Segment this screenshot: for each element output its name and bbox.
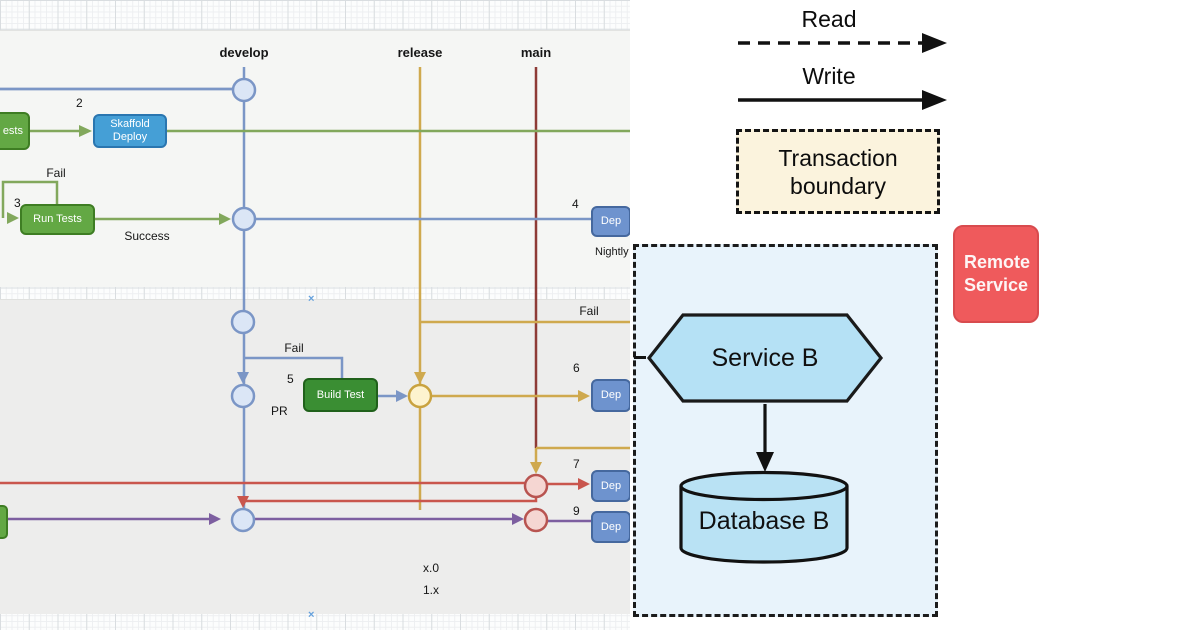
arrowhead-into-run-tests bbox=[7, 212, 19, 224]
arrowhead-into-main-node bbox=[530, 462, 542, 474]
release-commit-node bbox=[407, 383, 433, 409]
branch-label-develop: develop bbox=[219, 45, 269, 60]
version-label-x0: x.0 bbox=[422, 561, 439, 575]
skaffold-label-line2: Deploy bbox=[112, 131, 148, 143]
develop-commit-node-4 bbox=[230, 383, 256, 409]
edge-label-pr: PR bbox=[271, 404, 288, 418]
deploy-label: Dep bbox=[600, 215, 622, 227]
commit-number-9: 9 bbox=[573, 504, 580, 518]
upper-board-panel bbox=[0, 30, 630, 287]
commit-number-7: 7 bbox=[573, 457, 580, 471]
deploy-box-row6: Dep bbox=[591, 379, 631, 412]
deploy-box-row7: Dep bbox=[591, 470, 631, 502]
branch-label-main: main bbox=[520, 45, 552, 60]
build-fail-elbow-line bbox=[243, 356, 344, 378]
arrowhead-into-release-node bbox=[396, 390, 408, 402]
service-b-hexagon bbox=[646, 313, 884, 403]
architecture-panel: Read Write Transaction boundary Service … bbox=[630, 0, 1200, 630]
lower-board-panel bbox=[0, 299, 630, 614]
remote-label-line2: Service bbox=[964, 275, 1029, 295]
run-tests-label: Run Tests bbox=[33, 213, 82, 225]
arrowhead-into-deploy-6 bbox=[578, 390, 590, 402]
transaction-label-line1: Transaction bbox=[778, 144, 898, 171]
deploy-label: Dep bbox=[600, 389, 622, 401]
arrowhead-into-deploy-7 bbox=[578, 478, 590, 490]
deploy-label: Dep bbox=[600, 520, 622, 533]
arrowhead-down-develop bbox=[237, 372, 249, 384]
run-tests-box: Run Tests bbox=[20, 204, 95, 235]
remote-label-line1: Remote bbox=[964, 252, 1031, 272]
read-arrowhead-icon bbox=[922, 33, 947, 53]
edge-label-fail-release: Fail bbox=[579, 304, 599, 318]
read-dashed-arrow bbox=[738, 33, 947, 53]
read-connector-dash bbox=[634, 356, 646, 359]
tests-box-clipped: ests bbox=[0, 112, 30, 150]
deploy-box-row9: Dep bbox=[591, 511, 631, 543]
main-commit-node-1 bbox=[523, 473, 549, 499]
edge-label-success: Success bbox=[124, 229, 170, 243]
arrowhead-purple-develop bbox=[209, 513, 221, 525]
edge-label-fail-retry: Fail bbox=[46, 166, 66, 180]
transaction-boundary-legend: Transaction boundary bbox=[736, 129, 940, 214]
commit-number-4: 4 bbox=[572, 197, 579, 211]
release-to-main-elbow bbox=[534, 446, 630, 462]
write-solid-arrow bbox=[738, 90, 947, 110]
commit-number-6: 6 bbox=[573, 361, 580, 375]
develop-commit-node-3 bbox=[230, 309, 256, 335]
arrowhead-into-skaffold bbox=[79, 125, 92, 137]
commit-number-3: 3 bbox=[14, 196, 21, 210]
edge-label-nightly: Nightly bbox=[595, 246, 629, 258]
write-arrowhead-icon bbox=[922, 90, 947, 110]
branch-lines-layer bbox=[0, 67, 630, 533]
arrowhead-backmerge-develop bbox=[237, 496, 249, 508]
transaction-label-line2: boundary bbox=[790, 172, 886, 199]
skaffold-label-line1: Skaffold bbox=[110, 118, 150, 130]
build-test-label: Build Test bbox=[316, 388, 365, 401]
version-label-1x: 1.x bbox=[422, 583, 439, 597]
develop-commit-node-5 bbox=[230, 507, 256, 533]
legend-read-label: Read bbox=[801, 6, 857, 32]
arrowhead-purple-main bbox=[512, 513, 524, 525]
tests-box-label: ests bbox=[2, 124, 23, 137]
database-b-label: Database B bbox=[698, 506, 830, 535]
deploy-label: Dep bbox=[600, 479, 622, 492]
deploy-box-row4: Dep bbox=[591, 206, 631, 237]
commit-number-5: 5 bbox=[287, 372, 294, 386]
skaffold-deploy-box: Skaffold Deploy bbox=[93, 114, 167, 148]
main-commit-node-2 bbox=[523, 507, 549, 533]
build-test-box: Build Test bbox=[303, 378, 378, 412]
service-b-label: Service B bbox=[711, 343, 819, 372]
remote-service-box: Remote Service bbox=[953, 225, 1039, 323]
backmerge-line bbox=[241, 497, 538, 503]
develop-commit-node-2 bbox=[231, 206, 257, 232]
develop-commit-node-1 bbox=[231, 77, 257, 103]
fail-retry-loop-line bbox=[1, 180, 59, 218]
close-icon[interactable]: × bbox=[308, 293, 315, 305]
arrowhead-down-release bbox=[414, 372, 426, 384]
service-to-database-arrow bbox=[756, 404, 774, 472]
branch-label-release: release bbox=[397, 45, 443, 60]
git-flow-diagram: ests Skaffold Deploy Run Tests Build Tes… bbox=[0, 0, 631, 630]
close-icon[interactable]: × bbox=[308, 609, 315, 621]
edge-label-fail-build: Fail bbox=[284, 341, 304, 355]
legend-write-label: Write bbox=[802, 63, 856, 89]
database-b-cylinder bbox=[679, 470, 849, 564]
arrowhead-into-develop-commit bbox=[219, 213, 231, 225]
down-arrowhead-icon bbox=[756, 452, 774, 472]
commit-number-2: 2 bbox=[76, 96, 83, 110]
green-box-clipped bbox=[0, 505, 8, 539]
